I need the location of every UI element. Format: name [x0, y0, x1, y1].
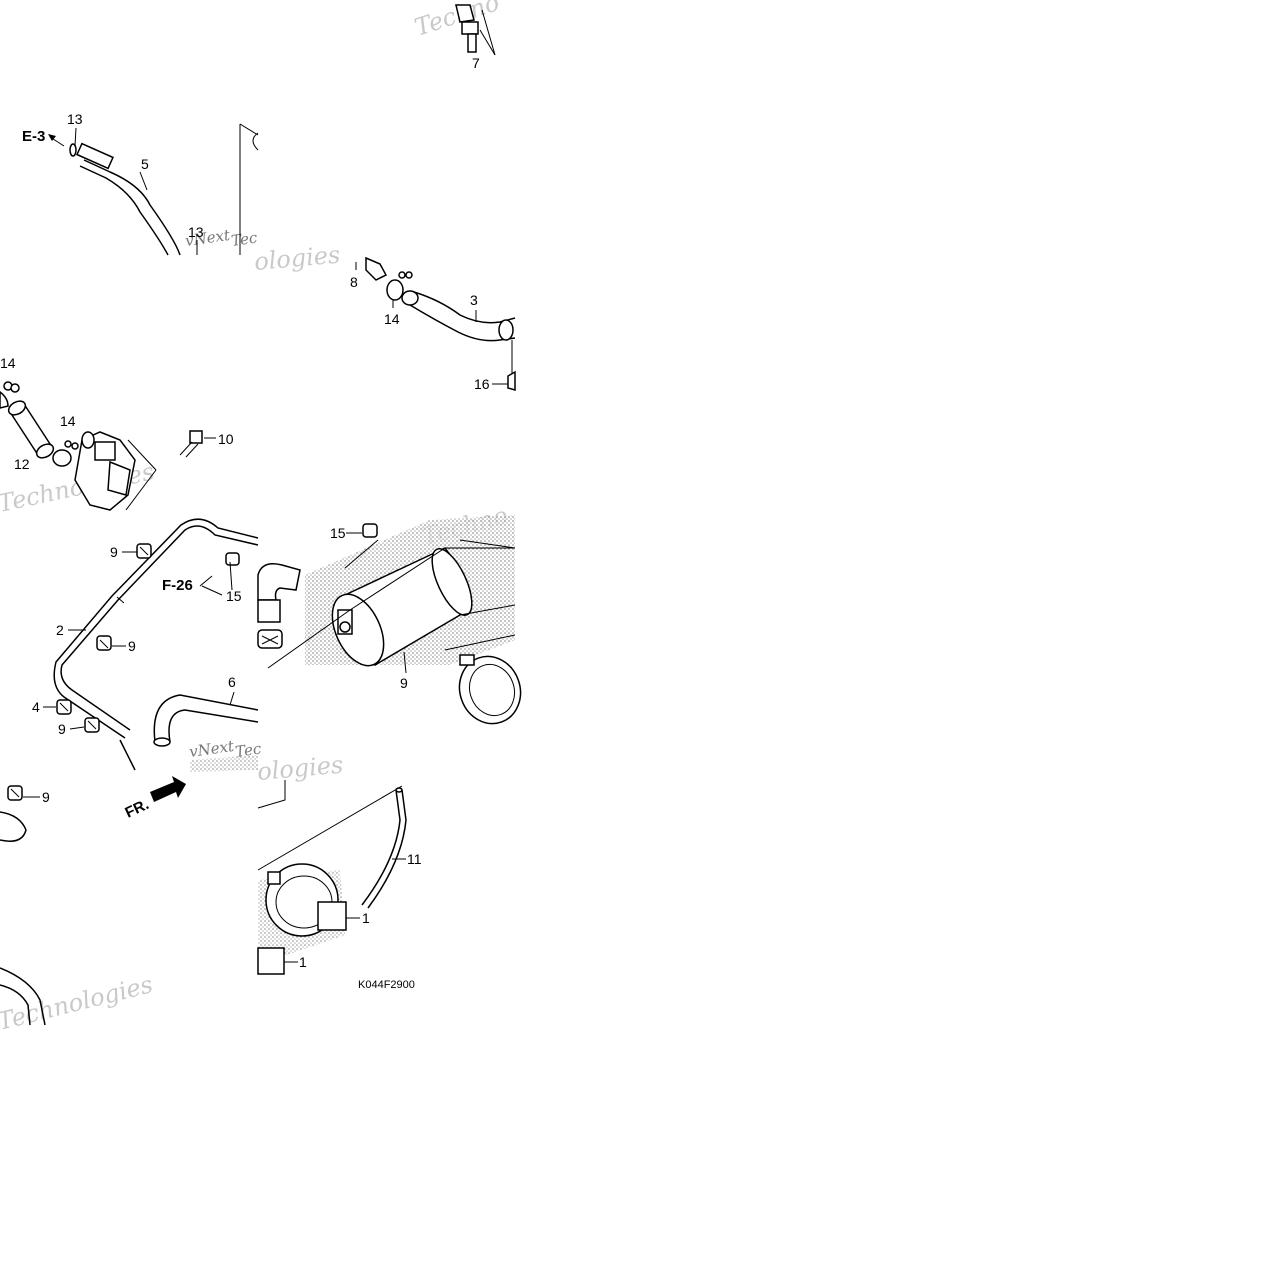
part-14-clamp-a [386, 271, 413, 301]
air-injection-valve [74, 431, 157, 511]
part-14-clamp-c [52, 440, 79, 467]
callout-9-e: 9 [42, 789, 50, 805]
part-7-joint [455, 4, 496, 56]
callout-5: 5 [141, 156, 149, 172]
callout-10: 10 [218, 431, 234, 447]
hose-shadow [190, 755, 258, 772]
callout-14-c: 14 [60, 413, 76, 429]
part-15-clip-a-mid [225, 552, 240, 591]
callout-7: 7 [472, 55, 480, 71]
callout-16: 16 [474, 376, 490, 392]
callout-1-a: 1 [362, 910, 370, 926]
leader-bracket-top [239, 123, 259, 255]
part-9-clip-b [96, 635, 112, 651]
part-15-clip-b [362, 523, 378, 538]
callout-2: 2 [56, 622, 64, 638]
callout-4: 6 [228, 674, 236, 690]
part-16-clip [507, 370, 516, 391]
part-1-clamp [257, 863, 347, 975]
callout-11: 11 [407, 851, 422, 867]
callout-14-a: 14 [384, 311, 400, 327]
lower-pipe-outer [0, 967, 46, 1026]
callout-13-a: 13 [67, 111, 83, 127]
callout-3: 3 [470, 292, 478, 308]
leader-11 [257, 785, 403, 871]
front-arrow [150, 776, 186, 802]
callout-14-b: 14 [0, 355, 16, 371]
part-12-tube [7, 400, 55, 459]
callout-8: 8 [350, 274, 358, 290]
callout-15-b: 15 [226, 588, 242, 604]
part-5-hose [69, 142, 181, 256]
callout-13-b: 13 [188, 224, 204, 240]
part-9-clip-e [7, 785, 23, 801]
watermark-tec-1: Tec [230, 228, 259, 250]
callout-9-a: 9 [110, 544, 118, 560]
callout-12: 12 [14, 456, 30, 472]
callout-1-b: 1 [299, 954, 307, 970]
part-4-hose [153, 694, 259, 747]
callout-9-d: 9 [58, 721, 66, 737]
part-6-muffler [267, 539, 516, 669]
part-9-clip-c [56, 699, 72, 715]
part-3-hose [401, 290, 516, 385]
callout-9-b: 9 [128, 638, 136, 654]
diagram-code: K044F2900 [358, 979, 415, 991]
watermark-ologies-2: ologies [256, 751, 344, 786]
arrow-e3-head [48, 134, 56, 141]
part-9-clip-d [84, 717, 100, 733]
callout-15-a: 15 [330, 525, 346, 541]
part-9-clip-a [136, 543, 152, 559]
part-8-fitting [355, 256, 388, 281]
watermark-ologies-1: ologies [253, 241, 341, 276]
callout-9-c: 4 [32, 699, 40, 715]
part-14-clamp-b [0, 381, 20, 409]
ref-e3: E-3 [22, 128, 45, 145]
exhaust-elbow [257, 563, 301, 649]
lower-tube-end [0, 811, 27, 842]
ref-f26: F-26 [162, 577, 193, 594]
part-2-tube [53, 518, 259, 739]
callout-6: 9 [400, 675, 408, 691]
part-10-bolt [179, 430, 216, 458]
muffler-band [458, 654, 522, 725]
lower-pipe-inner [0, 984, 31, 1026]
ref-front: FR. [123, 796, 152, 822]
